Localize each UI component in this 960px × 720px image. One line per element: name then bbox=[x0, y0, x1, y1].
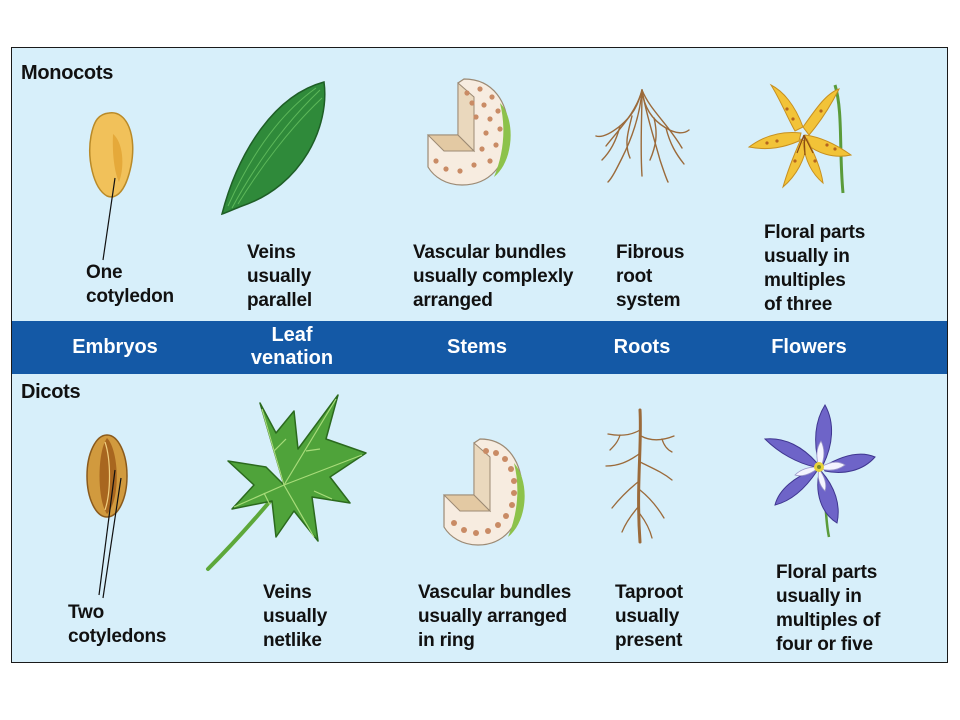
category-embryos: Embryos bbox=[72, 336, 158, 358]
monocots-title: Monocots bbox=[21, 62, 114, 84]
monocot-embryo-caption: One cotyledon bbox=[86, 262, 174, 307]
dicot-flower-caption: Floral parts usually in multiples of fou… bbox=[776, 562, 881, 655]
monocot-stem-caption: Vascular bundles usually complexly arran… bbox=[413, 242, 574, 311]
dicot-stem-image bbox=[442, 438, 525, 546]
dicot-taproot-image bbox=[605, 408, 675, 544]
dicot-embryo-caption: Two cotyledons bbox=[68, 602, 167, 647]
category-band: Embryos Leaf venation Stems Roots Flower… bbox=[12, 321, 947, 374]
monocot-stem-image bbox=[426, 78, 511, 186]
monocot-flower-image bbox=[747, 83, 853, 194]
dicot-leaf-caption: Veins usually netlike bbox=[263, 582, 328, 651]
dicot-stem-caption: Vascular bundles usually arranged in rin… bbox=[418, 582, 572, 651]
monocot-fibrous-root-image bbox=[595, 89, 690, 183]
dicot-root-caption: Taproot usually present bbox=[615, 582, 683, 651]
dicot-leaf-image bbox=[206, 394, 367, 571]
dicots-title: Dicots bbox=[21, 381, 81, 403]
category-roots: Roots bbox=[613, 336, 671, 358]
monocot-flower-caption: Floral parts usually in multiples of thr… bbox=[764, 222, 866, 315]
dicot-embryo-image bbox=[86, 434, 128, 599]
monocot-root-caption: Fibrous root system bbox=[616, 242, 685, 311]
category-flowers: Flowers bbox=[771, 336, 847, 358]
monocot-dicot-comparison-panel: Monocots One cotyledon Veins usually par… bbox=[11, 47, 948, 663]
category-leaf-venation: Leaf venation bbox=[250, 324, 334, 369]
monocot-leaf-image bbox=[220, 81, 326, 216]
dicot-flower-image bbox=[763, 404, 876, 538]
category-stems: Stems bbox=[446, 336, 508, 358]
monocot-leaf-caption: Veins usually parallel bbox=[247, 242, 312, 311]
monocot-embryo-image bbox=[89, 112, 134, 261]
